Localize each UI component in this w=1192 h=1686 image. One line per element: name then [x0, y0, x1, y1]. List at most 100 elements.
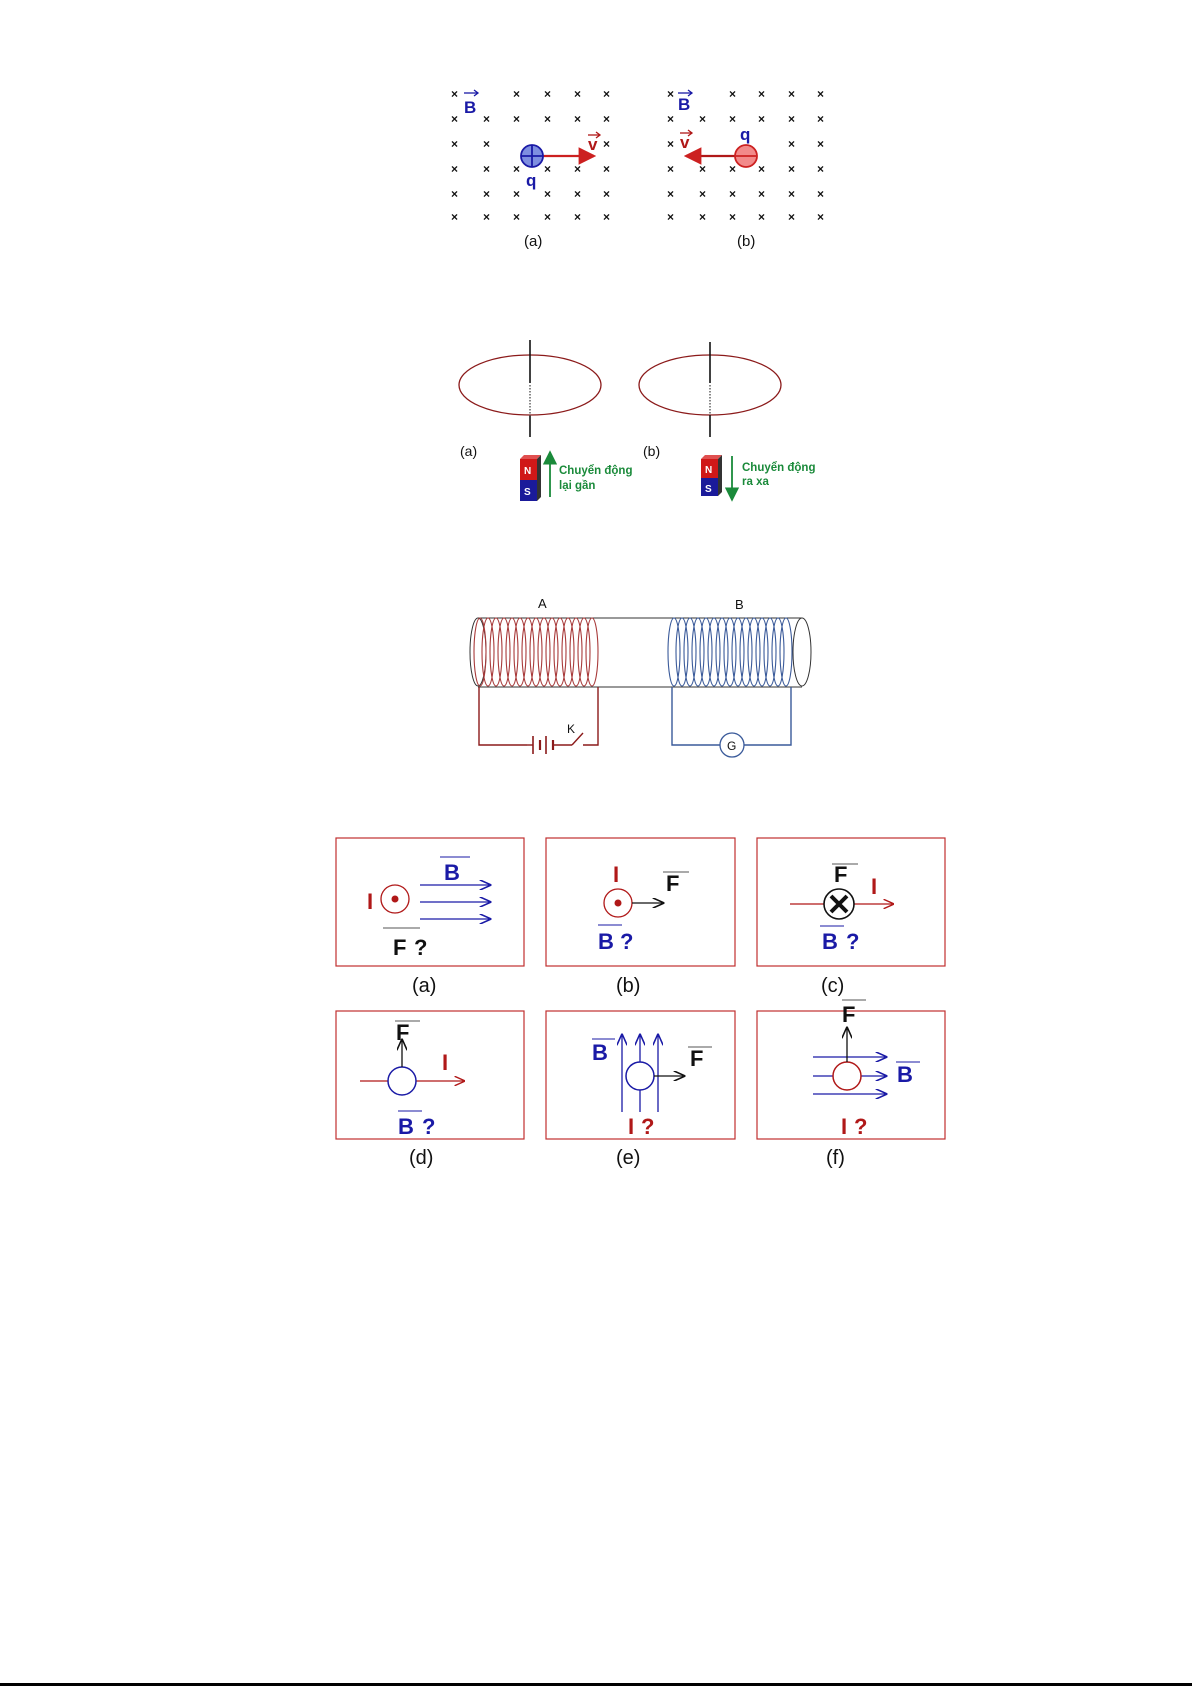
field-cross: ×	[483, 112, 490, 126]
svg-text:?: ?	[641, 1114, 654, 1139]
field-cross: ×	[667, 210, 674, 224]
velocity-label: v	[680, 133, 690, 152]
switch-label: K	[567, 722, 575, 736]
field-cross: ×	[574, 87, 581, 101]
force-panel-f: F B I ? (f)	[813, 1000, 920, 1169]
force-panel-d: F I B ? (d)	[360, 1020, 464, 1169]
svg-text:B: B	[592, 1040, 608, 1065]
motion-label: ra xa	[742, 476, 769, 488]
caption-1b: (b)	[737, 233, 755, 250]
caption-4e: (e)	[616, 1147, 640, 1169]
svg-text:F: F	[396, 1020, 409, 1045]
field-cross: ×	[817, 112, 824, 126]
charge-label: q	[740, 125, 750, 144]
field-cross: ×	[603, 187, 610, 201]
field-cross: ×	[699, 187, 706, 201]
caption-4c: (c)	[821, 975, 844, 997]
field-cross: ×	[758, 162, 765, 176]
svg-text:?: ?	[422, 1114, 435, 1139]
bar-magnet: N S	[701, 455, 722, 496]
svg-text:I: I	[841, 1114, 847, 1139]
field-cross: ×	[667, 187, 674, 201]
charge-label: q	[526, 171, 536, 190]
field-cross: ×	[544, 87, 551, 101]
galvanometer-label: G	[727, 739, 736, 753]
field-cross: ×	[667, 112, 674, 126]
field-cross: ×	[513, 112, 520, 126]
fig2-panel-b: (b) N S Chuyển động ra xa	[639, 342, 815, 500]
force-panel-a: I B F ? (a)	[367, 857, 490, 997]
field-cross: ×	[817, 137, 824, 151]
field-cross: ×	[788, 112, 795, 126]
field-cross: ×	[483, 162, 490, 176]
field-cross: ×	[513, 210, 520, 224]
field-cross: ×	[699, 162, 706, 176]
field-cross: ×	[451, 137, 458, 151]
svg-text:B: B	[444, 860, 460, 885]
svg-text:S: S	[524, 487, 531, 498]
caption-2b: (b)	[643, 443, 660, 459]
field-cross: ×	[544, 112, 551, 126]
fig1-panel-b: B q v (b)	[678, 90, 757, 250]
field-cross: ×	[574, 112, 581, 126]
field-cross: ×	[667, 162, 674, 176]
field-cross: ×	[451, 112, 458, 126]
field-cross: ×	[758, 112, 765, 126]
svg-text:B: B	[897, 1062, 913, 1087]
fig3-coils: A B K G	[470, 596, 811, 757]
field-cross: ×	[699, 210, 706, 224]
svg-text:F: F	[690, 1046, 703, 1071]
field-cross: ×	[758, 87, 765, 101]
field-cross: ×	[544, 162, 551, 176]
field-cross: ×	[729, 112, 736, 126]
motion-label: Chuyển động	[559, 465, 632, 477]
svg-text:F: F	[393, 935, 406, 960]
field-label: B	[678, 95, 690, 114]
field-cross: ×	[788, 162, 795, 176]
svg-text:B: B	[398, 1114, 414, 1139]
field-cross: ×	[788, 87, 795, 101]
field-cross: ×	[788, 210, 795, 224]
coil-a-windings	[474, 618, 598, 686]
field-cross: ×	[817, 187, 824, 201]
field-cross: ×	[451, 87, 458, 101]
field-cross: ×	[729, 87, 736, 101]
field-cross: ×	[544, 210, 551, 224]
svg-text:?: ?	[414, 935, 427, 960]
svg-text:N: N	[705, 465, 712, 476]
field-cross: ×	[544, 187, 551, 201]
svg-text:F: F	[666, 871, 679, 896]
field-cross: ×	[729, 210, 736, 224]
force-panel-b: I F B ? (b)	[598, 862, 689, 997]
field-cross: ×	[574, 187, 581, 201]
svg-text:I: I	[367, 889, 373, 914]
field-cross: ×	[483, 137, 490, 151]
svg-text:N: N	[524, 466, 531, 477]
caption-4a: (a)	[412, 975, 436, 997]
svg-text:I: I	[871, 874, 877, 899]
svg-text:?: ?	[846, 929, 859, 954]
coil-turn	[780, 618, 792, 686]
field-cross: ×	[451, 187, 458, 201]
caption-4d: (d)	[409, 1147, 433, 1169]
coil-b-windings	[668, 618, 792, 686]
field-cross: ×	[451, 162, 458, 176]
caption-2a: (a)	[460, 443, 477, 459]
field-cross: ×	[788, 187, 795, 201]
coil-b-label: B	[735, 597, 744, 612]
svg-text:F: F	[842, 1002, 855, 1027]
coil-a-label: A	[538, 596, 547, 611]
svg-text:F: F	[834, 862, 847, 887]
field-cross: ×	[817, 162, 824, 176]
field-cross: ×	[451, 210, 458, 224]
caption-4f: (f)	[826, 1147, 845, 1169]
field-cross: ×	[603, 162, 610, 176]
velocity-label: v	[588, 135, 598, 154]
motion-label: Chuyển động	[742, 462, 815, 474]
field-label: B	[464, 98, 476, 117]
field-cross: ×	[513, 87, 520, 101]
field-cross: ×	[513, 162, 520, 176]
svg-text:I: I	[442, 1050, 448, 1075]
force-panel-c: F I B ? (c)	[790, 862, 893, 997]
